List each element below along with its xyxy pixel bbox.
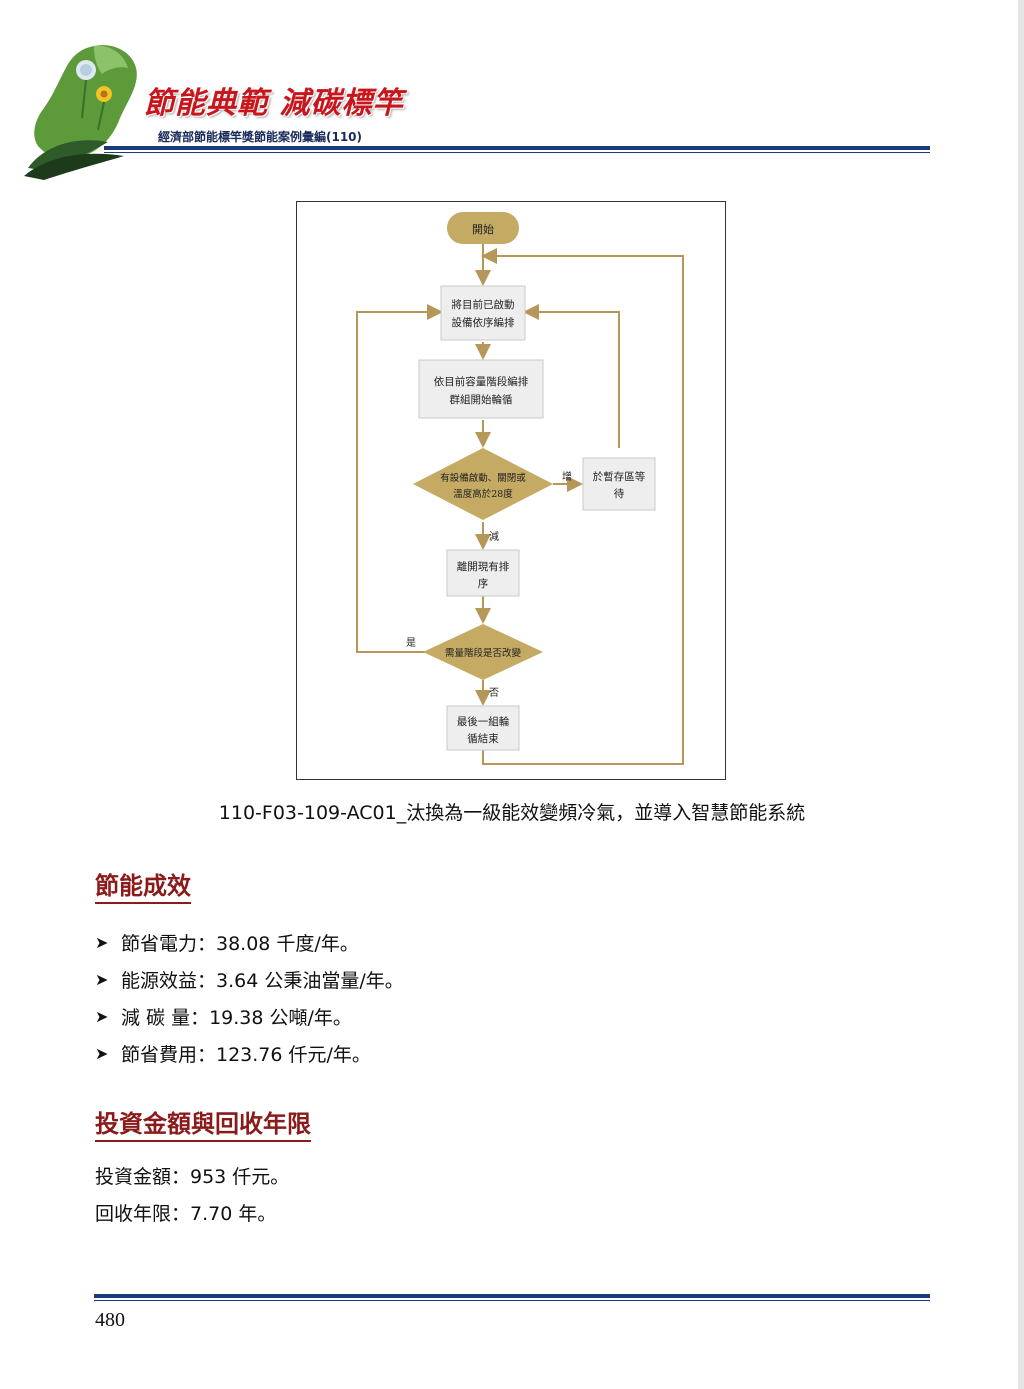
flow-leave-line2: 序 — [478, 577, 489, 590]
flow-leave-box — [446, 549, 520, 597]
flow-step2-line1: 依目前容量階段編排 — [434, 375, 529, 388]
footer-rule — [94, 1294, 930, 1298]
brand-subtitle: 經濟部節能標竿獎節能案例彙編(110) — [158, 130, 363, 144]
flow-step1-box — [440, 285, 526, 341]
flow-wait-box — [582, 457, 656, 511]
arrow-bullet-icon: ➤ — [95, 933, 109, 952]
header-rule-thin — [104, 152, 930, 153]
flow-start-node — [447, 212, 519, 244]
flow-end-line2: 循結束 — [467, 732, 499, 745]
header-rule — [104, 146, 930, 150]
list-item-text: 節省電力：38.08 千度/年。 — [121, 933, 359, 955]
page-edge — [1018, 0, 1024, 1389]
section-heading-energy-savings: 節能成效 — [95, 866, 191, 904]
flow-decision1-node — [413, 448, 553, 520]
arrow-bullet-icon: ➤ — [95, 1044, 109, 1063]
energy-savings-list: ➤ 節省電力：38.08 千度/年。 ➤ 能源效益：3.64 公秉油當量/年。 ➤ 減… — [95, 924, 404, 1072]
brand-title: 節能典範 減碳標竿 — [144, 86, 404, 121]
flow-start-label: 開始 — [472, 222, 494, 236]
flow-decision1-line1: 有設備啟動、關閉或 — [440, 472, 526, 484]
flow-step1-line1: 將目前已啟動 — [452, 298, 515, 311]
list-item: ➤ 節省費用：123.76 仟元/年。 — [95, 1035, 404, 1072]
section-heading-investment: 投資金額與回收年限 — [95, 1104, 311, 1142]
flowchart-figure: 開始 將目前已啟動 設備依序編排 依目前容量階段編排 群組開始輪循 有設備啟動、… — [296, 201, 726, 780]
flow-end-box — [446, 705, 520, 751]
flow-step1-line2: 設備依序編排 — [452, 316, 515, 329]
investment-amount: 投資金額：953 仟元。 — [95, 1166, 290, 1188]
list-item: ➤ 能源效益：3.64 公秉油當量/年。 — [95, 961, 404, 998]
flow-wait-line2: 待 — [614, 487, 625, 500]
list-item-text: 能源效益：3.64 公秉油當量/年。 — [121, 970, 404, 992]
footer-rule-thin — [94, 1300, 930, 1301]
list-item: ➤ 節省電力：38.08 千度/年。 — [95, 924, 404, 961]
flow-decision1-line2: 溫度高於28度 — [453, 488, 513, 500]
flow-decision2-label: 需量階段是否改變 — [445, 647, 522, 659]
flow-wait-line1: 於暫存區等 — [593, 470, 646, 483]
arrow-bullet-icon: ➤ — [95, 970, 109, 989]
flow-leave-line1: 離開現有排 — [457, 560, 510, 573]
flowchart-diagram: 開始 將目前已啟動 設備依序編排 依目前容量階段編排 群組開始輪循 有設備啟動、… — [356, 212, 684, 765]
arrow-bullet-icon: ➤ — [95, 1007, 109, 1026]
page-number: 480 — [95, 1309, 125, 1331]
flow-branch-decrease: 減 — [489, 530, 499, 543]
flow-branch-increase: 增 — [562, 470, 572, 483]
list-item-text: 節省費用：123.76 仟元/年。 — [121, 1044, 371, 1066]
flow-connectors — [356, 244, 684, 765]
flow-branch-no: 否 — [489, 687, 499, 699]
taiwan-logo-icon — [24, 45, 137, 180]
payback-period: 回收年限：7.70 年。 — [95, 1203, 277, 1225]
figure-caption: 110-F03-109-AC01_汰換為一級能效變頻冷氣，並導入智慧節能系統 — [218, 802, 806, 824]
flow-branch-yes: 是 — [406, 637, 416, 649]
list-item-text: 減 碳 量：19.38 公噸/年。 — [121, 1007, 352, 1029]
list-item: ➤ 減 碳 量：19.38 公噸/年。 — [95, 998, 404, 1035]
flow-end-line1: 最後一組輪 — [457, 715, 510, 728]
flow-decision2-node — [423, 624, 543, 680]
flow-step2-box — [418, 359, 544, 419]
flow-step2-line2: 群組開始輪循 — [450, 393, 513, 406]
